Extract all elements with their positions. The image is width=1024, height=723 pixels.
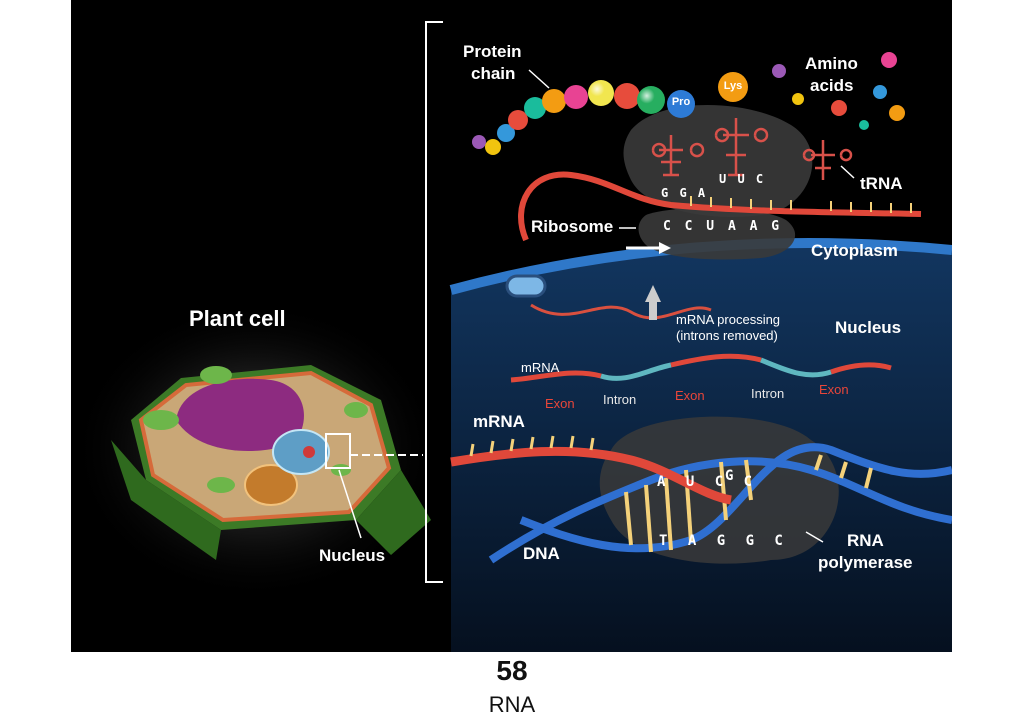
lys-label: Lys [723,80,743,92]
plant-cell-title: Plant cell [189,306,286,331]
trna-pointer [840,165,855,179]
amino-acids-label-line1: Amino [805,54,858,73]
protein-chain-label-line1: Protein [463,42,522,61]
trna-label: tRNA [860,174,903,193]
exon-label-3: Exon [819,382,849,397]
zoom-bracket [425,21,443,583]
cytoplasm-label: Cytoplasm [811,241,898,260]
rna-next-base: G [725,468,740,484]
polymerase-label-line2: polymerase [818,553,913,572]
anticodon-gga: G G A [661,186,708,200]
translocation-arrow-head [659,242,671,254]
processing-arrow-shaft [649,300,657,320]
polymerase-pointer [805,531,824,543]
mrna-processing-label-line2: (introns removed) [676,328,778,343]
mrna-transcript [450,446,732,505]
exon-label-1: Exon [545,396,575,411]
rna-sequence: A U C C [657,474,759,490]
protein-chain [472,72,748,155]
polymerase-label-line1: RNA [847,531,884,550]
ribosome-label: Ribosome [531,217,614,236]
plant-cell-illustration [111,365,431,560]
mrna-bases [469,435,595,457]
page-number: 58 [496,655,528,686]
protein-chain-pointer [528,69,550,89]
nucleus-region-label: Nucleus [835,318,902,337]
ribosome-large-subunit [623,105,813,217]
dna-label: DNA [523,544,560,563]
codon-sequence: C C U A A G [663,219,783,234]
trna-structures [651,118,853,180]
nuclear-pore [505,274,547,298]
protein-chain-label-line2: chain [471,64,516,83]
intron-label-2: Intron [751,386,785,401]
diagram-stage: Plant cell Nucleus Protein chain Amino a… [71,0,952,652]
cytoplasm-mrna-bases [690,196,912,213]
amino-acids-label-line2: acids [810,76,854,95]
diagram-graphic [71,21,952,652]
ribosome-small-subunit [638,208,796,260]
dna-sequence: T A G G C [659,533,789,549]
rna-polymerase-blob [599,416,839,564]
anticodon-uuc: U U C [719,172,766,186]
processing-arrow-head [645,285,661,302]
cytoplasm-mrna [518,171,922,242]
dna-strand-1 [488,457,952,564]
dna-base-pairs [624,454,873,553]
caption: RNA [488,692,536,717]
pre-mrna-label: mRNA [521,360,560,375]
exon-label-2: Exon [675,388,705,403]
pro-label: Pro [671,96,691,108]
zoom-box [325,433,351,469]
pre-mrna [830,362,892,375]
nucleus-label: Nucleus [319,546,386,565]
mrna-processing-label-line1: mRNA processing [676,312,781,327]
nucleus-pointer [338,469,362,539]
processed-mrna [530,303,712,320]
mrna-transcript-label: mRNA [473,412,525,431]
intron-label-1: Intron [603,392,637,407]
free-amino-acids [772,52,905,130]
